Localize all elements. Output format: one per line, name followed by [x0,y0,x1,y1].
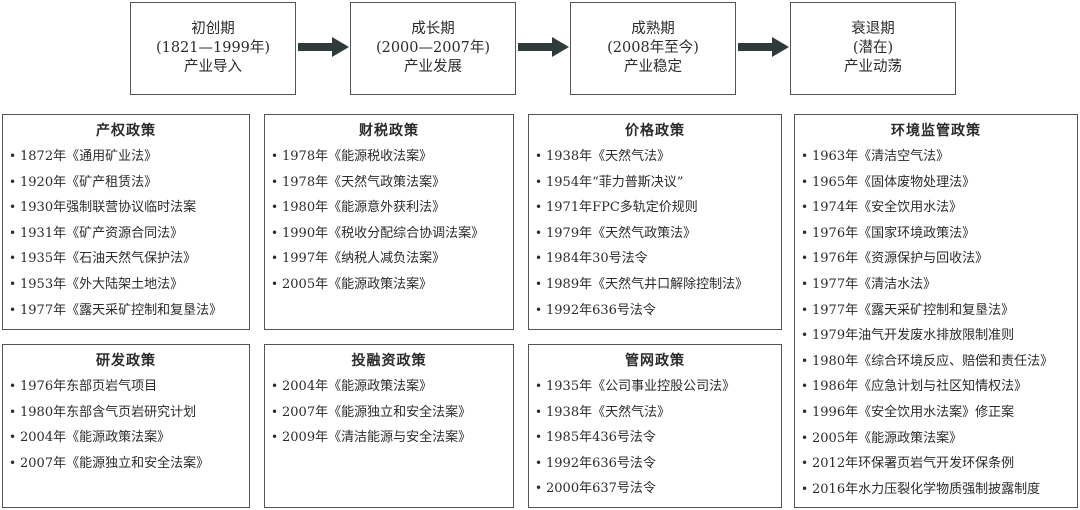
policy-item: 2000年637号法令 [535,476,781,502]
policy-item: 1984年30号法令 [535,246,781,272]
stage-desc: 产业发展 [404,59,462,75]
policy-item: 1977年《清洁水法》 [801,272,1077,298]
stage-mature: 成熟期 (2008年至今) 产业稳定 [570,2,736,95]
policy-item: 2004年《能源政策法案》 [9,425,249,451]
arrow-right-icon [298,37,349,57]
policy-box-environment: 环境监管政策 1963年《清洁空气法》1965年《固体废物处理法》1974年《安… [794,114,1078,508]
policy-item: 1971年FPC多轨定价规则 [535,195,781,221]
policy-item: 1985年436号法令 [535,425,781,451]
stage-initial: 初创期 (1821—1999年) 产业导入 [130,2,296,95]
box-title: 环境监管政策 [891,123,981,139]
policy-item: 2007年《能源独立和安全法案》 [9,451,249,477]
policy-item: 2004年《能源政策法案》 [271,374,513,400]
policy-item: 1935年《公司事业控股公司法》 [535,374,781,400]
stage-name: 成长期 [411,21,455,37]
policy-list: 1976年东部页岩气项目1980年东部含气页岩研究计划2004年《能源政策法案》… [9,374,249,476]
stage-period: (1821—1999年) [155,40,271,56]
policy-item: 2016年水力压裂化学物质强制披露制度 [801,477,1077,503]
box-title: 产权政策 [96,123,156,139]
policy-item: 1935年《石油天然气保护法》 [9,246,249,272]
policy-item: 1977年《露天采矿控制和复垦法》 [9,298,249,324]
policy-item: 1989年《天然气井口解除控制法》 [535,272,781,298]
policy-list: 1938年《天然气法》1954年“菲力普斯决议”1971年FPC多轨定价规则19… [535,144,781,323]
stage-period: (2008年至今) [607,40,699,56]
policy-item: 2005年《能源政策法案》 [801,426,1077,452]
policy-item: 1938年《天然气法》 [535,144,781,170]
policy-item: 1992年636号法令 [535,298,781,324]
policy-item: 1976年《国家环境政策法》 [801,221,1077,247]
policy-item: 1980年东部含气页岩研究计划 [9,400,249,426]
policy-item: 1978年《天然气政策法案》 [271,170,513,196]
policy-item: 1938年《天然气法》 [535,400,781,426]
stage-decline: 衰退期 (潜在) 产业动荡 [790,2,956,95]
stage-period: (潜在) [852,40,894,56]
policy-item: 1986年《应急计划与社区知情权法》 [801,374,1077,400]
box-title: 投融资政策 [351,353,427,369]
policy-item: 1963年《清洁空气法》 [801,144,1077,170]
policy-box-pipeline: 管网政策 1935年《公司事业控股公司法》1938年《天然气法》1985年436… [528,344,782,508]
box-title: 研发政策 [96,353,156,369]
policy-item: 2009年《清洁能源与安全法案》 [271,425,513,451]
stage-period: (2000—2007年) [375,40,491,56]
stage-desc: 产业导入 [184,59,242,75]
policy-item: 2012年环保署页岩气开发环保条例 [801,451,1077,477]
policy-list: 2004年《能源政策法案》2007年《能源独立和安全法案》2009年《清洁能源与… [271,374,513,451]
policy-box-rnd: 研发政策 1976年东部页岩气项目1980年东部含气页岩研究计划2004年《能源… [2,344,250,508]
policy-list: 1872年《通用矿业法》1920年《矿产租赁法》1930年强制联营协议临时法案1… [9,144,249,323]
policy-item: 1931年《矿产资源合同法》 [9,221,249,247]
policy-item: 1992年636号法令 [535,451,781,477]
policy-list: 1963年《清洁空气法》1965年《固体废物处理法》1974年《安全饮用水法》1… [801,144,1077,502]
stage-desc: 产业动荡 [844,59,902,75]
policy-item: 1974年《安全饮用水法》 [801,195,1077,221]
policy-item: 1997年《纳税人减负法案》 [271,246,513,272]
policy-item: 1920年《矿产租赁法》 [9,170,249,196]
stage-name: 衰退期 [851,21,895,37]
box-title: 财税政策 [359,123,419,139]
stage-desc: 产业稳定 [624,59,682,75]
policy-item: 1977年《露天采矿控制和复垦法》 [801,298,1077,324]
policy-item: 1979年油气开发废水排放限制准则 [801,323,1077,349]
policy-box-investment: 投融资政策 2004年《能源政策法案》2007年《能源独立和安全法案》2009年… [264,344,514,508]
policy-item: 1953年《外大陆架土地法》 [9,272,249,298]
box-title: 价格政策 [625,123,685,139]
policy-item: 1980年《能源意外获利法》 [271,195,513,221]
policy-item: 1976年东部页岩气项目 [9,374,249,400]
policy-box-price: 价格政策 1938年《天然气法》1954年“菲力普斯决议”1971年FPC多轨定… [528,114,782,330]
stage-name: 成熟期 [631,21,675,37]
policy-item: 2005年《能源政策法案》 [271,272,513,298]
policy-item: 1980年《综合环境反应、赔偿和责任法》 [801,349,1077,375]
stage-name: 初创期 [191,21,235,37]
policy-item: 1990年《税收分配综合协调法案》 [271,221,513,247]
stage-growth: 成长期 (2000—2007年) 产业发展 [350,2,516,95]
policy-item: 2007年《能源独立和安全法案》 [271,400,513,426]
policy-item: 1996年《安全饮用水法案》修正案 [801,400,1077,426]
policy-list: 1978年《能源税收法案》1978年《天然气政策法案》1980年《能源意外获利法… [271,144,513,298]
policy-item: 1930年强制联营协议临时法案 [9,195,249,221]
policy-item: 1954年“菲力普斯决议” [535,170,781,196]
arrow-right-icon [518,37,569,57]
arrow-right-icon [738,37,789,57]
policy-item: 1976年《资源保护与回收法》 [801,246,1077,272]
policy-box-property: 产权政策 1872年《通用矿业法》1920年《矿产租赁法》1930年强制联营协议… [2,114,250,330]
policy-item: 1965年《固体废物处理法》 [801,170,1077,196]
policy-list: 1935年《公司事业控股公司法》1938年《天然气法》1985年436号法令19… [535,374,781,502]
policy-box-fiscal: 财税政策 1978年《能源税收法案》1978年《天然气政策法案》1980年《能源… [264,114,514,330]
box-title: 管网政策 [625,353,685,369]
policy-item: 1979年《天然气政策法》 [535,221,781,247]
policy-item: 1872年《通用矿业法》 [9,144,249,170]
policy-item: 1978年《能源税收法案》 [271,144,513,170]
